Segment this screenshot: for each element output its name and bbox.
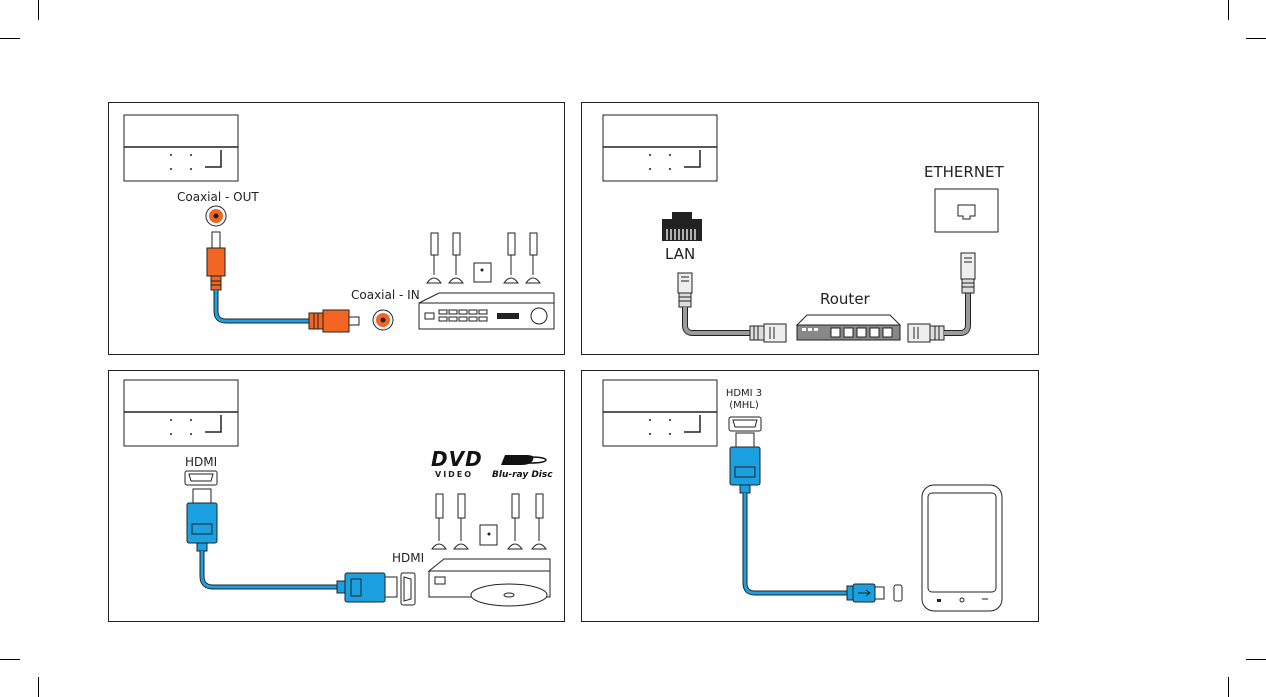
rca-plug-horizontal-icon	[308, 309, 360, 333]
tv-icon	[602, 379, 718, 447]
bluray-disc-icon	[501, 455, 547, 465]
crop-mark	[0, 38, 20, 39]
hdmi-port-vertical-icon	[400, 572, 416, 606]
rj45-plug-horizontal-icon	[749, 323, 787, 343]
rj45-plug-icon	[677, 272, 693, 308]
coaxial-in-label: Coaxial - IN	[351, 288, 420, 302]
crop-mark	[1246, 659, 1266, 660]
crop-mark	[1246, 38, 1266, 39]
crop-mark	[0, 659, 20, 660]
tv-icon	[123, 379, 239, 447]
dvd-video-text: VIDEO	[435, 470, 474, 479]
router-icon	[795, 314, 902, 341]
mhl-label: (MHL)	[729, 400, 759, 411]
hdmi3-label: HDMI 3	[725, 388, 763, 399]
coaxial-diagram	[123, 114, 555, 333]
hdmi-plug-icon	[729, 432, 761, 494]
ethernet-label: ETHERNET	[924, 163, 1004, 181]
hdmi-plug-icon	[186, 488, 218, 552]
ethernet-connection-panel: LAN Router ETHERNET	[581, 102, 1039, 355]
av-receiver-icon	[418, 292, 555, 330]
crop-mark	[1228, 677, 1229, 697]
mhl-connection-panel: HDMI 3 (MHL)	[581, 370, 1039, 622]
coaxial-out-jack-icon	[205, 205, 227, 227]
speaker-system-icon	[426, 232, 541, 284]
hdmi-diagram	[123, 379, 551, 607]
tv-icon	[123, 114, 239, 182]
lan-label: LAN	[665, 245, 696, 263]
micro-usb-port-icon	[893, 584, 903, 602]
hdmi-plug-horizontal-icon	[336, 572, 398, 603]
ethernet-cable-wall	[944, 293, 971, 336]
rj45-plug-icon	[960, 252, 976, 294]
hdmi-connection-panel: HDMI HDMI DVD VIDEO Blu-ray Disc	[108, 370, 565, 622]
bluray-logo: Blu-ray Disc	[492, 470, 553, 480]
mhl-diagram	[602, 379, 1003, 612]
router-label: Router	[820, 290, 870, 308]
coaxial-connection-panel: Coaxial - OUT Coaxial - IN	[108, 102, 565, 355]
ethernet-cable-lan	[682, 307, 750, 336]
dvd-logo: DVD	[431, 447, 483, 471]
ethernet-diagram	[602, 114, 999, 343]
micro-usb-plug-icon	[846, 583, 885, 603]
crop-mark	[1228, 0, 1229, 20]
ethernet-wall-socket-icon	[934, 188, 999, 233]
speaker-system-icon	[431, 493, 547, 550]
hdmi-port-icon	[184, 470, 218, 486]
crop-mark	[38, 0, 39, 20]
rca-plug-icon	[206, 231, 226, 291]
disc-player-icon	[427, 558, 551, 607]
coaxial-in-jack-icon	[372, 309, 394, 331]
hdmi-cable	[199, 551, 345, 590]
crop-mark	[38, 677, 39, 697]
rj45-plug-horizontal-icon	[907, 323, 945, 343]
smartphone-icon	[921, 484, 1003, 612]
hdmi-mhl-port-icon	[728, 416, 762, 432]
coaxial-out-label: Coaxial - OUT	[177, 190, 259, 204]
tv-hdmi-label: HDMI	[185, 455, 218, 469]
coaxial-cable	[213, 290, 309, 324]
lan-port-icon	[662, 212, 702, 241]
mhl-cable	[742, 493, 850, 596]
device-hdmi-label: HDMI	[392, 551, 425, 565]
tv-icon	[602, 114, 718, 182]
